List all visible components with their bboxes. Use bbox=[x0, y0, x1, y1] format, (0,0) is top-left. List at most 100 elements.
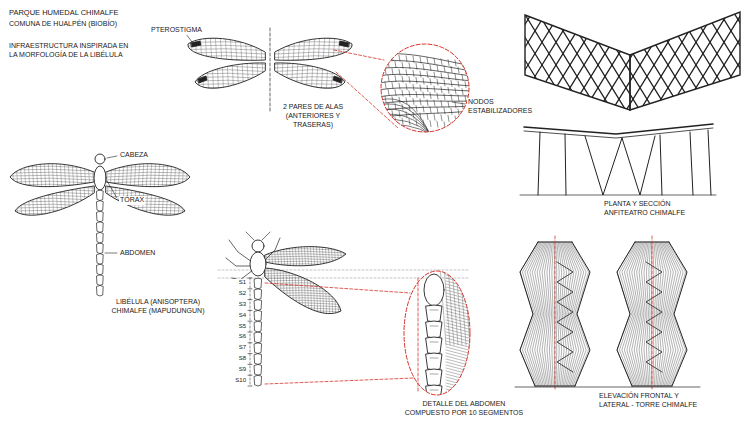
lattice-bar bbox=[558, 0, 638, 130]
wing-vein bbox=[313, 242, 315, 270]
stabilizer-node bbox=[451, 80, 452, 86]
stabilizer-node bbox=[458, 67, 459, 73]
stabilizer-node bbox=[448, 59, 449, 65]
stabilizer-node bbox=[413, 84, 414, 90]
segment-joint bbox=[430, 326, 438, 327]
stabilizer-node bbox=[413, 70, 414, 76]
wing-vein bbox=[301, 60, 303, 98]
wing-vein bbox=[334, 242, 336, 270]
wing-vein bbox=[84, 184, 86, 222]
stabilizer-node bbox=[427, 100, 428, 106]
wing-vein bbox=[8, 190, 95, 192]
wing-vein bbox=[262, 303, 344, 305]
wing-vein bbox=[192, 91, 266, 93]
wing-vein bbox=[192, 59, 266, 61]
wing-vein bbox=[8, 160, 95, 162]
wing-vein bbox=[114, 184, 116, 222]
thorax bbox=[94, 166, 106, 190]
wing-vein bbox=[16, 158, 18, 192]
cladding-line bbox=[555, 242, 557, 386]
stabilizer-node bbox=[441, 59, 442, 65]
cladding-line bbox=[542, 242, 549, 386]
wing-vein bbox=[235, 32, 237, 64]
stabilizer-node bbox=[416, 77, 417, 83]
segment-joint bbox=[430, 342, 438, 343]
stabilizer-node bbox=[434, 114, 435, 120]
wing-vein bbox=[380, 114, 430, 134]
segment-number: S4 bbox=[229, 312, 247, 320]
wing-vein bbox=[328, 32, 330, 64]
wing-vein bbox=[292, 266, 294, 324]
wing-vein bbox=[452, 266, 458, 345]
wing-vein bbox=[185, 35, 266, 37]
dimension-tick bbox=[248, 288, 252, 289]
wing-vein bbox=[346, 60, 348, 98]
tower-outline bbox=[669, 242, 687, 386]
wing-vein bbox=[36, 158, 38, 192]
wing-vein bbox=[185, 56, 266, 58]
stabilizer-node bbox=[402, 90, 403, 96]
amphitheatre-section bbox=[520, 124, 716, 195]
wing-vein bbox=[262, 320, 344, 322]
wing-vein bbox=[304, 266, 306, 324]
v-brace bbox=[622, 136, 655, 195]
wing-vein bbox=[192, 94, 266, 96]
wing-vein bbox=[456, 266, 462, 345]
cladding-line bbox=[661, 242, 671, 386]
wing-vein bbox=[166, 184, 168, 222]
wing-vein bbox=[52, 184, 54, 222]
wing-vein bbox=[277, 266, 279, 324]
wing-vein bbox=[476, 266, 482, 345]
wing-vein bbox=[278, 32, 280, 64]
stabilizer-node bbox=[423, 78, 424, 84]
wing-vein bbox=[200, 32, 202, 64]
wing-vein bbox=[8, 181, 95, 183]
abdomen-segment bbox=[97, 285, 103, 296]
wing-vein bbox=[343, 32, 345, 64]
lattice-bar bbox=[530, 0, 610, 130]
wing-vein bbox=[68, 158, 70, 192]
abdomen-segment bbox=[254, 289, 261, 300]
wing-vein bbox=[274, 56, 355, 58]
zoom-line bbox=[265, 283, 410, 293]
column bbox=[538, 132, 540, 195]
wing-vein bbox=[289, 266, 291, 324]
stabilizer-node bbox=[409, 91, 410, 97]
drawing-caption: ELEVACIÓN FRONTAL Y LATERAL - TORRE CHIM… bbox=[598, 392, 710, 410]
abdomen-segment bbox=[97, 211, 103, 222]
abdomen-segment bbox=[254, 354, 261, 365]
wing-vein bbox=[262, 290, 344, 292]
stabilizer-node bbox=[392, 97, 393, 103]
clipped-detail bbox=[273, 31, 355, 64]
stabilizer-node bbox=[399, 111, 400, 117]
head bbox=[252, 240, 264, 252]
clipped-detail bbox=[424, 266, 482, 406]
zoom-line bbox=[265, 378, 414, 384]
stabilizer-node bbox=[399, 83, 400, 89]
wing-vein bbox=[105, 190, 192, 192]
wing-vein bbox=[331, 242, 333, 270]
stair bbox=[646, 262, 662, 372]
stabilizer-node bbox=[462, 117, 463, 123]
part-name: PTEROSTIGMA bbox=[150, 26, 203, 35]
wing-vein bbox=[262, 318, 344, 320]
wing-vein bbox=[154, 184, 156, 222]
abdomen-segment-detail bbox=[426, 369, 442, 386]
lattice-bar bbox=[558, 0, 638, 130]
lattice-bar bbox=[712, 0, 750, 130]
clipped-detail bbox=[262, 265, 345, 324]
lattice-bar bbox=[712, 0, 750, 130]
wing-vein bbox=[118, 158, 120, 192]
wing-vein bbox=[64, 184, 66, 222]
dimension-tick bbox=[248, 353, 252, 354]
segment-joint bbox=[430, 310, 438, 311]
wing-vein bbox=[192, 66, 266, 68]
stabilizer-node bbox=[416, 105, 417, 111]
stabilizer-node bbox=[385, 54, 386, 60]
wing-vein bbox=[303, 32, 305, 64]
clipped-detail bbox=[185, 31, 267, 64]
abdomen-segment-detail bbox=[426, 305, 442, 322]
wing-vein bbox=[448, 266, 454, 345]
segment-number: S6 bbox=[229, 333, 247, 341]
stabilizer-node bbox=[423, 106, 424, 112]
